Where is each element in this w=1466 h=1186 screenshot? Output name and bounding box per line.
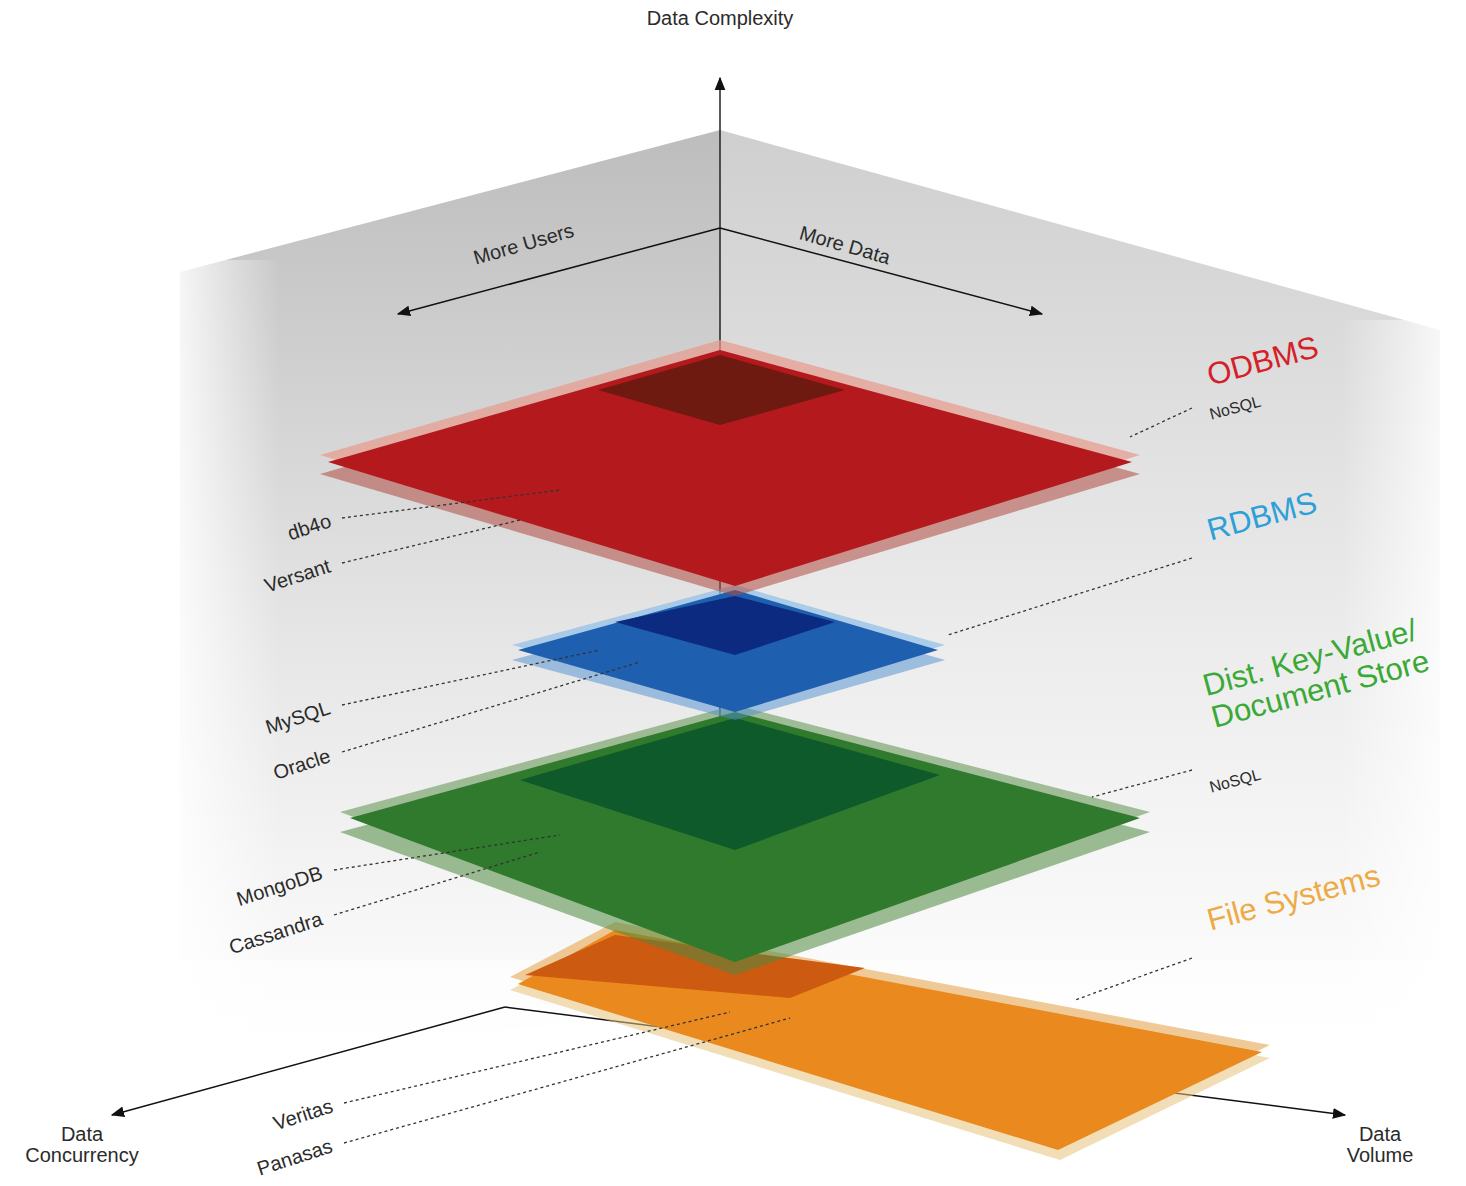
axis-label: Data Complexity <box>645 8 795 29</box>
rdbms-plane <box>512 585 945 720</box>
key-value-plane <box>340 705 1150 975</box>
concurrency-axis <box>112 1007 505 1115</box>
leader-lines <box>334 408 1192 1143</box>
product-label: Veritas <box>271 1096 336 1135</box>
odbms-plane <box>320 340 1140 596</box>
axis-label: Data Volume <box>1330 1124 1430 1166</box>
axis-label: Data Concurrency <box>7 1124 157 1166</box>
more-data-arrow <box>720 228 1042 314</box>
wall-fade <box>160 260 280 1080</box>
file-systems-plane <box>510 922 1270 1160</box>
product-label: Panasas <box>255 1136 336 1180</box>
